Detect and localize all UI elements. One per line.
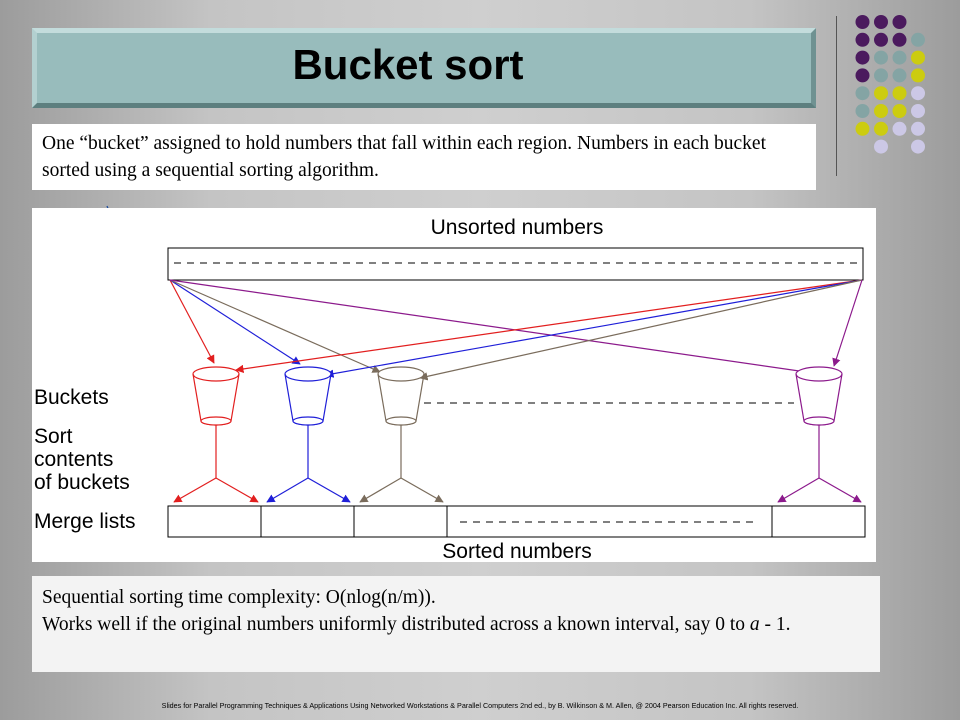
- arrow-in-taupe-right: [419, 279, 863, 381]
- sorted-label: Sorted numbers: [442, 540, 591, 562]
- unsorted-array: [167, 247, 864, 281]
- intro-text: One “bucket” assigned to hold numbers th…: [42, 133, 766, 181]
- decorative-dot: [911, 86, 925, 101]
- arrow-in-blue-right: [325, 279, 863, 378]
- title-bar: Bucket sort: [32, 28, 816, 108]
- decorative-dot: [874, 104, 888, 118]
- decorative-dot: [874, 50, 888, 65]
- decorative-divider: [836, 16, 837, 176]
- distribution-note: Works well if the original numbers unifo…: [42, 614, 791, 635]
- decorative-dot: [892, 50, 907, 65]
- sort-label-line3: of buckets: [34, 471, 130, 494]
- decorative-dot: [874, 121, 888, 136]
- merge-label: Merge lists: [34, 510, 136, 533]
- decorative-dot: [855, 121, 870, 136]
- decorative-dot: [855, 15, 870, 29]
- arrow-in-red-right: [235, 279, 863, 374]
- decorative-dot: [874, 68, 888, 83]
- bucket-1: [173, 366, 259, 503]
- decorative-dot: [911, 139, 925, 154]
- arrow-in-taupe-left: [169, 279, 381, 373]
- bucket-3: [359, 366, 444, 503]
- bucket-sort-diagram: Unsorted numbers Sorted numbers Buckets …: [32, 208, 876, 563]
- slide-title: Bucket sort: [292, 41, 524, 88]
- decorative-dot: [911, 104, 925, 118]
- sort-label-line2: contents: [34, 448, 113, 471]
- interval-variable: a: [749, 614, 760, 635]
- unsorted-label: Unsorted numbers: [431, 216, 604, 239]
- decorative-dot: [855, 32, 870, 47]
- decorative-dot: [855, 68, 870, 83]
- decorative-dots: [855, 15, 925, 154]
- decorative-dot: [892, 15, 907, 29]
- decorative-dot: [855, 86, 870, 101]
- notes-box: Sequential sorting time complexity: O(nl…: [32, 576, 880, 672]
- intro-text-box: One “bucket” assigned to hold numbers th…: [32, 124, 816, 190]
- decorative-dot: [892, 68, 907, 83]
- decorative-dot: [911, 50, 925, 65]
- bucket-m: [777, 366, 862, 503]
- decorative-dot: [855, 50, 870, 65]
- sort-label-line1: Sort: [34, 425, 73, 448]
- decorative-dot: [855, 104, 870, 118]
- arrow-in-blue-left: [169, 279, 301, 365]
- decorative-dot: [874, 15, 888, 29]
- buckets-label: Buckets: [34, 386, 109, 409]
- decorative-dot: [892, 104, 907, 118]
- decorative-dot: [874, 32, 888, 47]
- decorative-dot: [911, 68, 925, 83]
- arrow-in-purple-right: [832, 279, 863, 367]
- decorative-dot: [892, 32, 907, 47]
- arrow-in-red-left: [169, 279, 215, 364]
- diagram-svg: Unsorted numbers Sorted numbers Buckets …: [34, 216, 866, 563]
- decorative-dot: [874, 139, 888, 154]
- bucket-2: [266, 366, 351, 503]
- complexity-note: Sequential sorting time complexity: O(nl…: [42, 587, 436, 608]
- footer-credit: Slides for Parallel Programming Techniqu…: [161, 701, 799, 710]
- decorative-dot: [911, 32, 925, 47]
- decorative-dot: [911, 121, 925, 136]
- decorative-dot: [874, 86, 888, 101]
- decorative-dot: [892, 121, 907, 136]
- arrow-in-purple-left: [169, 279, 821, 378]
- decorative-dot: [892, 86, 907, 101]
